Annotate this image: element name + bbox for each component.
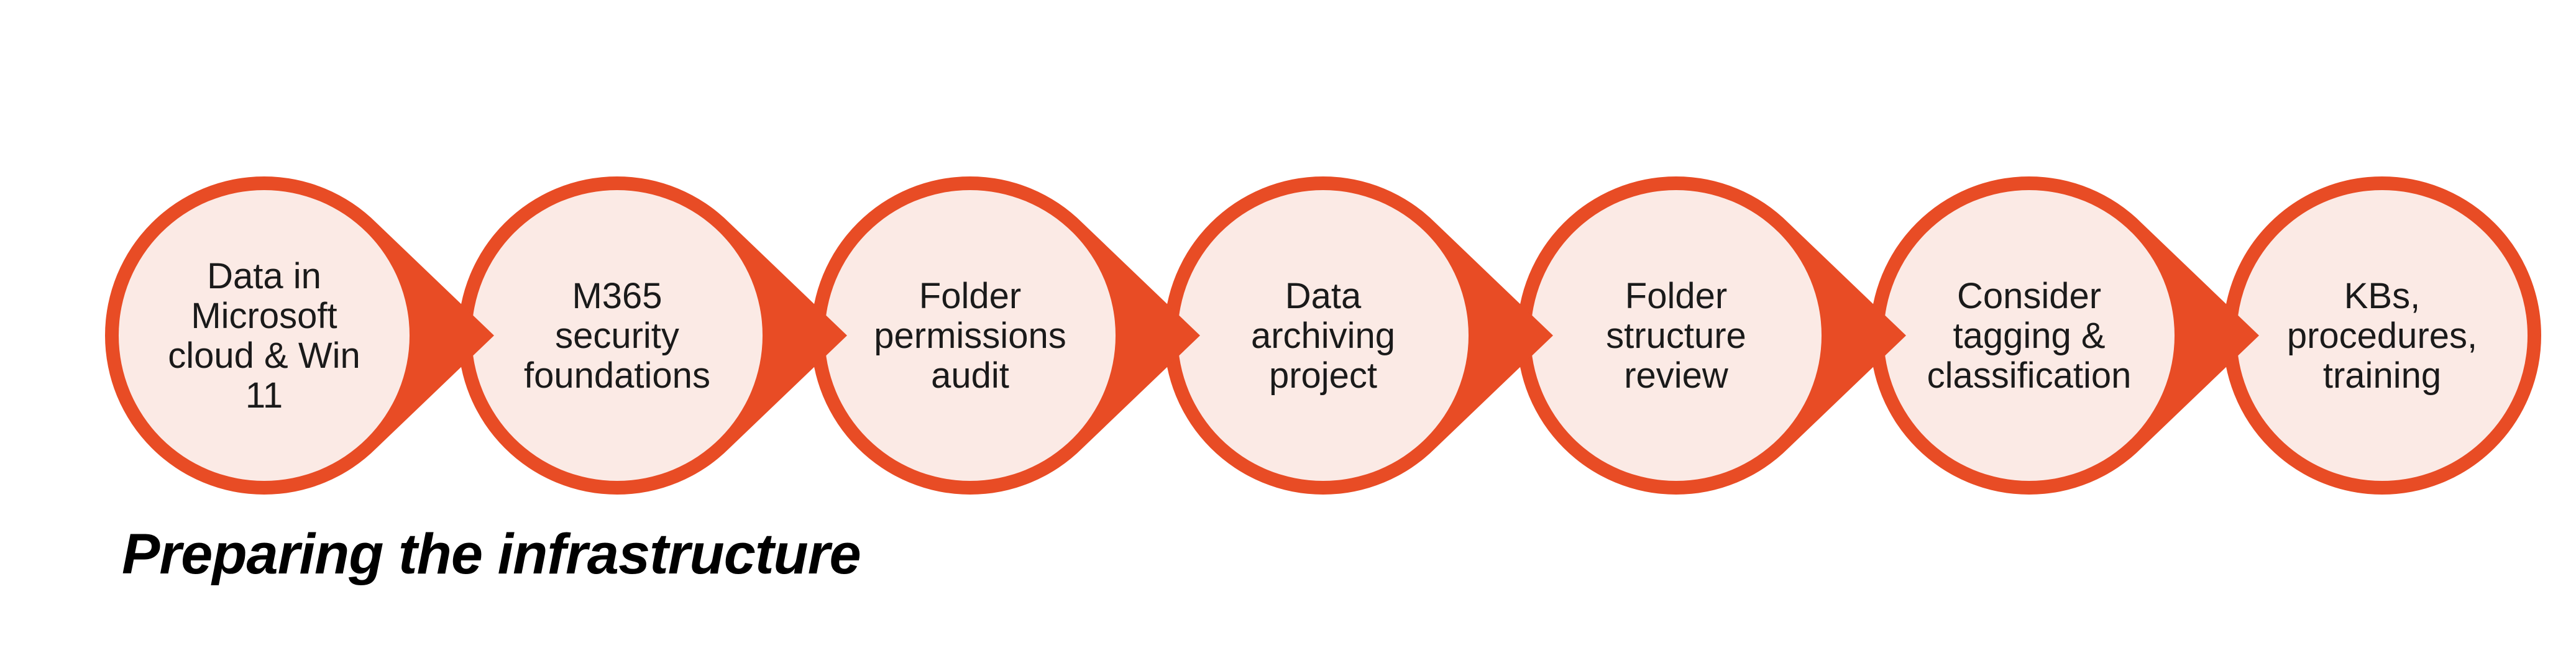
step-label-line: Folder xyxy=(1625,276,1727,316)
step-label-line: foundations xyxy=(524,355,710,396)
step-circle xyxy=(825,190,1116,481)
step-label-line: permissions xyxy=(874,316,1066,356)
step-label-line: Data in xyxy=(207,256,321,296)
step-label-line: procedures, xyxy=(2287,316,2477,356)
step-circle xyxy=(1178,190,1469,481)
step-label-line: cloud & Win xyxy=(168,336,360,376)
step-label-line: M365 xyxy=(572,276,662,316)
diagram-caption: Preparing the infrastructure xyxy=(122,523,861,586)
step-circle xyxy=(472,190,763,481)
step-label-line: training xyxy=(2323,355,2441,396)
step-label-line: Consider xyxy=(1957,276,2101,316)
step-circle xyxy=(1531,190,1822,481)
step-label-line: 11 xyxy=(245,375,283,416)
step-circle xyxy=(1884,190,2175,481)
step-label-line: classification xyxy=(1927,355,2132,396)
step-circle xyxy=(119,190,410,481)
step-label-line: Folder xyxy=(919,276,1021,316)
step-label-line: review xyxy=(1624,355,1729,396)
step-label-line: structure xyxy=(1606,316,1746,356)
step-label-line: audit xyxy=(931,355,1009,396)
step-label-line: Data xyxy=(1285,276,1362,316)
step-label-line: tagging & xyxy=(1953,316,2105,356)
step-label-line: KBs, xyxy=(2344,276,2421,316)
step-label-line: archiving xyxy=(1251,316,1395,356)
step-label-line: project xyxy=(1269,355,1377,396)
process-step: KBs,procedures,training xyxy=(2223,176,2541,495)
step-label-line: Microsoft xyxy=(191,296,337,336)
step-label-line: security xyxy=(555,316,679,356)
